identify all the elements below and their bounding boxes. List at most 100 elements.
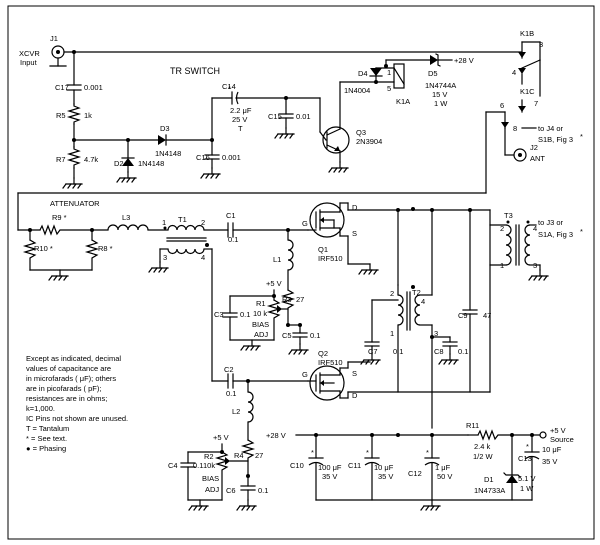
t3-pin4: 4 (533, 224, 537, 233)
c4-label: C4 (168, 461, 178, 470)
c14-plus: * (228, 84, 231, 93)
k1a-pin1: 1 (387, 68, 391, 77)
c10-plus: * (311, 448, 314, 457)
t2-pin4: 4 (421, 297, 425, 306)
c17-label: C17 (55, 83, 69, 92)
r2-value: 10k (203, 461, 215, 470)
d4-value: 1N4004 (344, 86, 370, 95)
note-line: Except as indicated, decimal (26, 354, 121, 363)
k1c-pin7: 7 (534, 99, 538, 108)
c16-label: C16 (196, 153, 210, 162)
k1a-coil (393, 63, 405, 89)
l2-label: L2 (232, 407, 240, 416)
to-j4b: S1B, Fig 3 (538, 135, 573, 144)
r11-label: R11 (466, 421, 479, 430)
c8-label: C8 (434, 347, 444, 356)
k1b-pin4: 4 (512, 68, 516, 77)
r1-pot (266, 299, 282, 341)
j1-label: J1 (50, 34, 58, 43)
q1-drain: D (352, 203, 358, 212)
r5-label: R5 (56, 111, 66, 120)
c9-label: C9 (458, 311, 468, 320)
r9-label: R9 * (52, 213, 67, 222)
to-j4-star: * (580, 132, 583, 141)
t1-primary (167, 224, 205, 231)
note-line: k=1,000. (26, 404, 55, 413)
to-j3: to J3 or (538, 218, 564, 227)
j1-note: XCVR (19, 49, 40, 58)
tr-switch-title: TR SWITCH (170, 66, 220, 76)
d2-label: D2 (114, 159, 124, 168)
c3-value: 0.1 (240, 310, 250, 319)
d2-value: 1N4148 (138, 159, 164, 168)
notes-block: Except as indicated, decimal values of c… (26, 354, 128, 453)
t3-primary (505, 224, 512, 266)
t3-secondary (524, 224, 531, 266)
c13-value2: 35 V (542, 457, 557, 466)
j1-connector (49, 45, 67, 67)
note-line: IC Pins not shown are unused. (26, 414, 128, 423)
d1-value3: 1N4733A (474, 486, 505, 495)
k1c-pin8: 8 (513, 124, 517, 133)
r2-label: R2 (204, 452, 214, 461)
k1b-pin3: 3 (539, 40, 543, 49)
t1-secondary (167, 248, 205, 255)
note-line: ● = Phasing (26, 444, 66, 453)
v28-top: +28 V (454, 56, 474, 65)
c12-label: C12 (408, 469, 422, 478)
r2-value3: ADJ (205, 485, 219, 494)
c12-plus: * (426, 448, 429, 457)
t2-label: T2 (412, 288, 421, 297)
c6-value: 0.1 (258, 486, 268, 495)
c12-value2: 50 V (437, 472, 452, 481)
t1-label: T1 (178, 215, 187, 224)
c5-label: C5 (282, 331, 292, 340)
d4-diode (370, 68, 382, 76)
c13-label: C13 (518, 454, 532, 463)
d5-value3: 1 W (434, 99, 448, 108)
d5-value2: 15 V (432, 90, 447, 99)
r2-pot (214, 451, 230, 501)
d4-label: D4 (358, 69, 368, 78)
r1-value: 10 k (253, 309, 267, 318)
to-j3-star: * (580, 227, 583, 236)
v5-r1: +5 V (266, 279, 282, 288)
r1-label: R1 (256, 299, 266, 308)
q1-gate: G (302, 219, 308, 228)
r8-resistor (84, 239, 100, 271)
k1b-label: K1B (520, 29, 534, 38)
c11-value2: 35 V (378, 472, 393, 481)
r2-value2: BIAS (202, 474, 219, 483)
l1-label: L1 (273, 255, 281, 264)
c1-label: C1 (226, 211, 236, 220)
r4-label: R4 (234, 451, 244, 460)
r3-resistor (280, 289, 296, 326)
q2-drain: D (352, 391, 358, 400)
c11-value: 10 μF (374, 463, 394, 472)
r8-label: R8 * (98, 244, 113, 253)
c16-value: 0.001 (222, 153, 241, 162)
j2-label: J2 (530, 143, 538, 152)
d5-label: D5 (428, 69, 438, 78)
d1-diode (506, 475, 518, 483)
r7-resistor (66, 146, 82, 169)
c11-plus: * (366, 448, 369, 457)
c2-value: 0.1 (226, 389, 236, 398)
r7-value: 4.7k (84, 155, 98, 164)
c2-label: C2 (224, 365, 234, 374)
c14-value2: 25 V (232, 115, 247, 124)
c7-value: 0.1 (393, 347, 403, 356)
q1-value: IRF510 (318, 254, 343, 263)
d1-value: 5.1 V (518, 474, 536, 483)
k1c-label: K1C (520, 87, 535, 96)
c15-label: C15 (268, 112, 282, 121)
q3-transistor (322, 126, 350, 154)
l3-label: L3 (122, 213, 130, 222)
c1-value: 0.1 (228, 235, 238, 244)
r3-label: R3 (282, 295, 292, 304)
r3-value: 27 (296, 295, 304, 304)
q1-source: S (352, 229, 357, 238)
t3-pin2: 2 (500, 224, 504, 233)
note-line: resistances are in ohms; (26, 394, 107, 403)
